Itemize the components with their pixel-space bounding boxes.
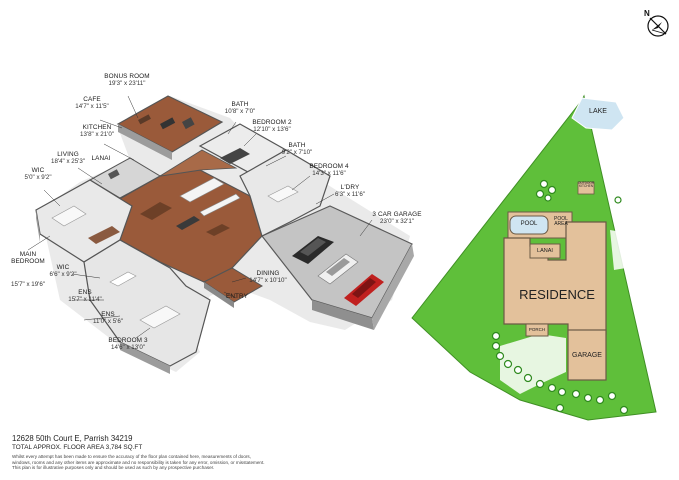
- room-dims: 14'3" x 11'6": [312, 169, 346, 177]
- label-bedroom-4: BEDROOM 4 14'3" x 11'6": [308, 163, 350, 177]
- room-name: BATH: [231, 101, 249, 108]
- car-red: [344, 274, 384, 306]
- label-kitchen: KITCHEN 13'8" x 21'0": [74, 124, 120, 138]
- label-main-bedroom: MAIN BEDROOM 15'7" x 19'6": [6, 235, 50, 305]
- driveway: [500, 334, 566, 394]
- site-label-porch: PORCH: [528, 327, 546, 332]
- pool: [509, 215, 549, 235]
- room-name: 3 CAR GARAGE: [372, 211, 422, 218]
- room-dims: 5'0" x 9'2": [24, 173, 52, 181]
- room-name: BEDROOM 2: [252, 119, 292, 126]
- label-dining: DINING 14'7" x 10'10": [246, 270, 290, 284]
- label-bedroom-2: BEDROOM 2 12'10" x 13'6": [250, 119, 294, 133]
- site-label-lanai: LANAI: [537, 248, 553, 254]
- car-black: [292, 236, 334, 264]
- room-name: CAFE: [83, 96, 101, 103]
- room-dims: 14'7" x 11'5": [75, 102, 109, 110]
- label-bonus-room: BONUS ROOM 19'3" x 23'11": [102, 73, 152, 87]
- car-white: [317, 253, 359, 285]
- site-label-pool: POOL: [520, 221, 538, 227]
- room-name: KITCHEN: [82, 124, 112, 131]
- path-strip: [610, 230, 626, 270]
- label-wic-2: WIC 6'6" x 9'2": [46, 264, 80, 278]
- disclaimer-line: Whilst every attempt has been made to en…: [12, 454, 252, 459]
- label-living: LIVING 18'4" x 25'3": [46, 151, 90, 165]
- label-entry: ENTRY: [222, 293, 252, 301]
- total-floor-area: TOTAL APPROX. FLOOR AREA 3,784 SQ.FT: [12, 444, 143, 451]
- disclaimer: Whilst every attempt has been made to en…: [12, 454, 332, 471]
- label-cafe: CAFE 14'7" x 11'5": [70, 96, 114, 110]
- label-wic-1: WIC 5'0" x 9'2": [20, 167, 56, 181]
- label-bedroom-3: BEDROOM 3 14'6" x 13'0": [106, 337, 150, 351]
- room-name: BONUS ROOM: [104, 73, 150, 80]
- site-label-pool-area: POOL AREA: [554, 216, 568, 227]
- property-address: 12628 50th Court E, Parrish 34219: [12, 434, 133, 443]
- label-laundry: L'DRY 6'3" x 11'6": [334, 184, 366, 198]
- site-lanai: [529, 243, 561, 259]
- room-name: MAIN BEDROOM: [11, 250, 45, 265]
- disclaimer-line: This plan is for illustrative purposes o…: [12, 465, 215, 471]
- room-dims: 15'7" x 11'4": [68, 295, 102, 303]
- room-name: ENS: [78, 289, 92, 296]
- shrubs: [491, 179, 629, 415]
- room-dims: 9'2" x 7'10": [281, 148, 313, 156]
- room-name: ENTRY: [225, 293, 249, 300]
- label-ens-1: ENS 15'7" x 11'4": [66, 289, 104, 303]
- room-dims: 6'6" x 9'2": [49, 270, 77, 278]
- label-garage: 3 CAR GARAGE 23'0" x 32'1": [370, 211, 424, 225]
- site-garage: [567, 329, 607, 381]
- room-dims: 18'4" x 25'3": [51, 157, 85, 165]
- bedroom3-block: [83, 239, 211, 374]
- room-dims: 14'7" x 10'10": [249, 276, 287, 284]
- room-dims: 11'0" x 5'6": [92, 317, 124, 325]
- garage-block: [261, 205, 414, 330]
- disclaimer-line: windows, rooms and any other items are a…: [12, 459, 265, 465]
- porch: [525, 323, 549, 337]
- room-name: LIVING: [57, 151, 79, 158]
- room-name: DINING: [256, 270, 280, 277]
- room-dims: 19'3" x 23'11": [108, 79, 146, 87]
- bonus-room-block: [116, 95, 224, 160]
- room-name: BEDROOM 4: [309, 163, 349, 170]
- bedroom4-block: [239, 149, 331, 237]
- room-dims: 14'6" x 13'0": [111, 343, 145, 351]
- room-dims: 15'7" x 19'6": [11, 281, 45, 289]
- room-dims: 6'3" x 11'6": [334, 190, 366, 198]
- label-leader-lines: [27, 95, 373, 339]
- footer: 12628 50th Court E, Parrish 34219 TOTAL …: [12, 434, 342, 471]
- room-dims: 12'10" x 13'6": [253, 125, 291, 133]
- label-lanai: LANAI: [86, 155, 116, 163]
- entry-block: [203, 267, 263, 308]
- outdoor-kitchen: [577, 181, 595, 195]
- label-bath-2: BATH 9'2" x 7'10": [280, 142, 314, 156]
- lake: [571, 97, 625, 131]
- room-name: WIC: [31, 167, 45, 174]
- room-name: LANAI: [91, 155, 111, 162]
- room-dims: 10'8" x 7'0": [224, 107, 256, 115]
- site-label-lake: LAKE: [589, 108, 607, 115]
- room-name: WIC: [56, 264, 70, 271]
- site-label-outdoor-kitchen: OUTDOOR KITCHEN: [577, 181, 595, 189]
- watermark: ParrishRealtyHQ: [630, 237, 676, 243]
- main-living-block: [99, 149, 263, 283]
- room-name: L'DRY: [340, 184, 360, 191]
- site-label-residence: RESIDENCE: [519, 287, 595, 302]
- label-ens-2: ENS 11'0" x 5'6": [90, 311, 126, 325]
- room-name: BEDROOM 3: [108, 337, 148, 344]
- room-name: BATH: [288, 142, 306, 149]
- room-dims: 23'0" x 32'1": [380, 217, 414, 225]
- compass: N: [640, 8, 672, 40]
- compass-label: N: [644, 9, 650, 18]
- north-arrow-icon: [647, 15, 669, 37]
- label-bath-1: BATH 10'8" x 7'0": [222, 101, 258, 115]
- room-name: ENS: [101, 311, 115, 318]
- room-dims: 13'8" x 21'0": [80, 130, 114, 138]
- site-label-garage: GARAGE: [572, 352, 602, 359]
